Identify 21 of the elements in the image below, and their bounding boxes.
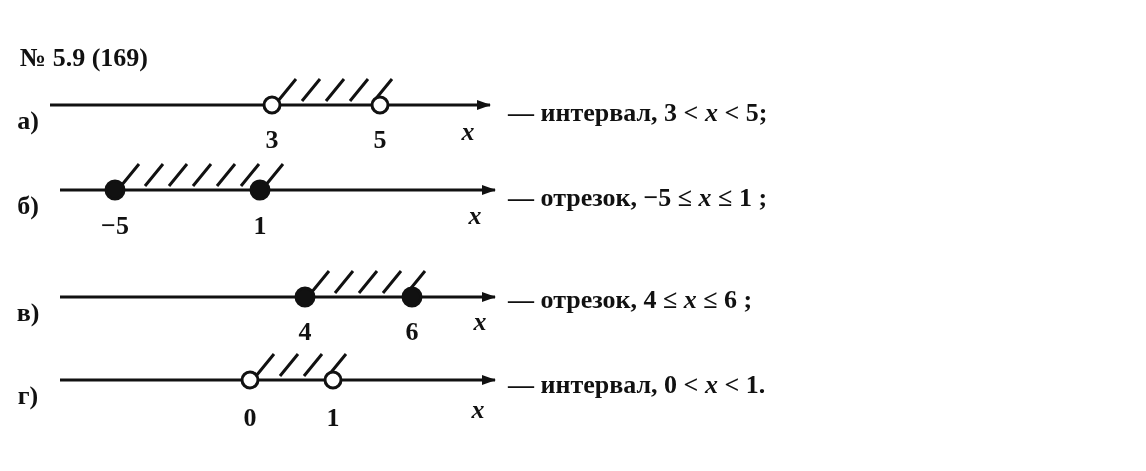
axis-label: x <box>461 119 475 145</box>
tick-label: 6 <box>405 319 419 345</box>
axis-label: x <box>471 397 485 423</box>
item-letter: а) <box>17 108 39 134</box>
item-letter: в) <box>16 300 40 326</box>
item-letter: б) <box>17 193 39 219</box>
tick-label: 1 <box>326 405 340 431</box>
tick-label: 4 <box>298 319 312 345</box>
exercise-number: № 5.9 (169) <box>20 45 148 71</box>
tick-label: 5 <box>373 127 387 153</box>
tick-label: 1 <box>253 213 267 239</box>
axis-label: x <box>473 309 487 335</box>
tick-label: −5 <box>101 213 129 239</box>
answer-text: — отрезок, 4 ≤ x ≤ 6 ; <box>508 287 753 313</box>
item-letter: г) <box>17 383 39 409</box>
tick-label: 3 <box>265 127 279 153</box>
answer-text: — отрезок, −5 ≤ x ≤ 1 ; <box>508 185 768 211</box>
axis-label: x <box>468 203 482 229</box>
answer-text: — интервал, 3 < x < 5; <box>508 100 768 126</box>
answer-text: — интервал, 0 < x < 1. <box>508 372 766 398</box>
tick-label: 0 <box>243 405 257 431</box>
